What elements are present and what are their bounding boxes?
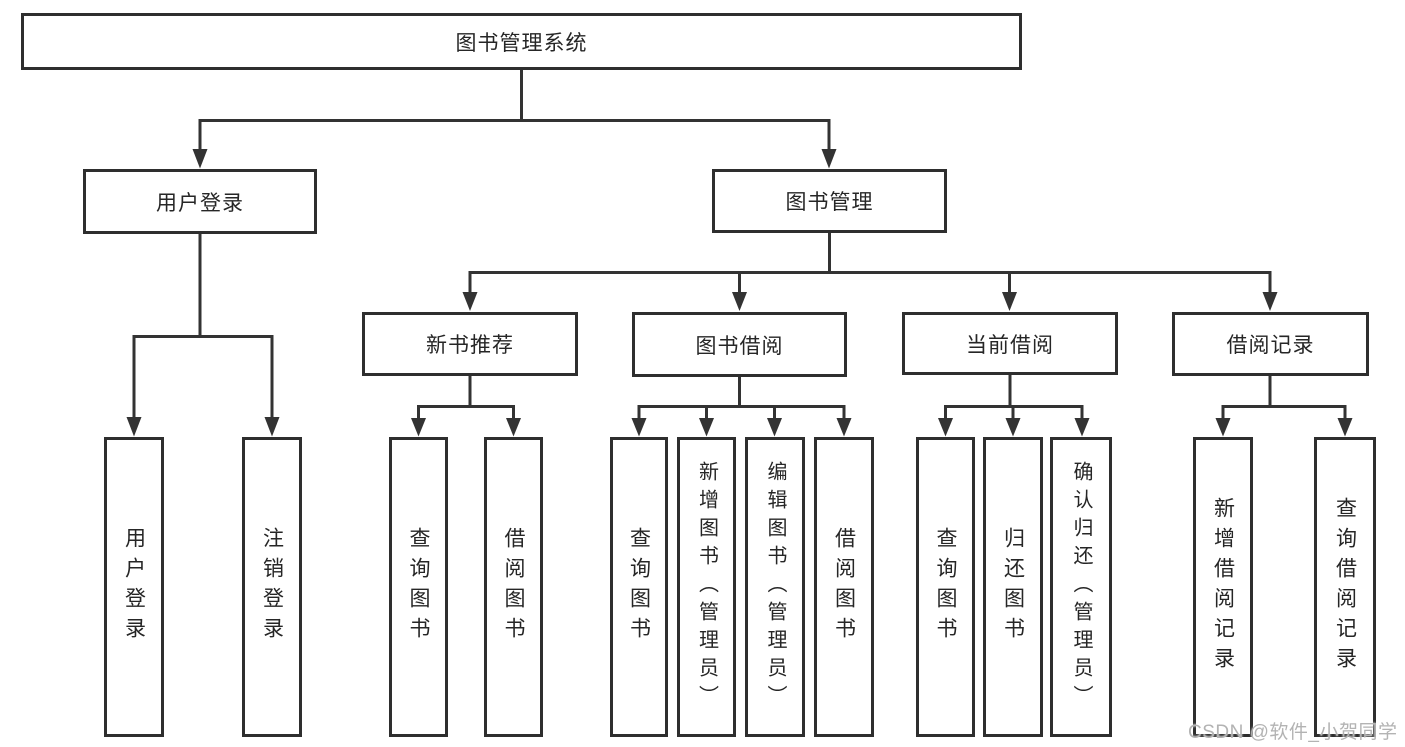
arrow-down-icon (126, 417, 142, 437)
connector-new-book-split (417, 375, 515, 421)
leaf-cb-return-books: 归还图书 (983, 437, 1043, 737)
leaf-bb-borrow-books: 借阅图书 (814, 437, 874, 737)
leaf-br-add-borrow-record-label: 新增借阅记录 (1211, 497, 1235, 677)
arrow-down-icon (699, 418, 714, 437)
arrow-down-icon (1262, 292, 1278, 311)
arrow-down-icon (506, 418, 521, 437)
leaf-br-query-borrow-record: 查询借阅记录 (1314, 437, 1376, 737)
leaf-nbr-query-books-label: 查询图书 (407, 527, 430, 647)
arrow-down-icon (462, 292, 478, 311)
arrow-down-icon (1002, 292, 1017, 311)
node-book-borrow: 图书借阅 (632, 312, 847, 377)
leaf-bb-add-books-admin-label: 新增图书（管理员） (695, 461, 718, 713)
watermark-text: CSDN @软件_小贺同学 (1188, 722, 1398, 743)
arrow-down-icon (192, 149, 208, 169)
leaf-br-query-borrow-record-label: 查询借阅记录 (1333, 497, 1357, 677)
arrow-down-icon (821, 149, 837, 169)
leaf-nbr-query-books: 查询图书 (389, 437, 448, 737)
arrow-down-icon (732, 292, 747, 311)
node-borrow-records: 借阅记录 (1172, 312, 1369, 376)
leaf-logout-login: 注销登录 (242, 437, 302, 737)
connector-book-mgmt-to-level3 (468, 232, 1272, 294)
arrow-down-icon (1337, 418, 1353, 437)
leaf-user-login-label: 用户登录 (122, 527, 146, 647)
leaf-cb-return-books-label: 归还图书 (1001, 527, 1025, 647)
leaf-nbr-borrow-books-label: 借阅图书 (502, 527, 525, 647)
arrow-down-icon (836, 418, 852, 437)
node-user-login: 用户登录 (83, 169, 317, 234)
connector-borrow-records-split (1221, 375, 1347, 421)
leaf-bb-borrow-books-label: 借阅图书 (832, 527, 856, 647)
arrow-down-icon (264, 417, 280, 437)
leaf-bb-query-books-label: 查询图书 (627, 527, 651, 647)
arrow-down-icon (1215, 418, 1231, 437)
connector-user-login-to-leaves (132, 233, 274, 419)
arrow-down-icon (1005, 418, 1021, 437)
leaf-bb-query-books: 查询图书 (610, 437, 668, 737)
leaf-br-add-borrow-record: 新增借阅记录 (1193, 437, 1253, 737)
connector-root-to-level2 (198, 69, 831, 151)
connector-current-borrow-split (944, 374, 1084, 421)
arrow-down-icon (631, 418, 647, 437)
leaf-logout-login-label: 注销登录 (260, 527, 284, 647)
leaf-cb-query-books: 查询图书 (916, 437, 975, 737)
leaf-bb-edit-books-admin: 编辑图书（管理员） (745, 437, 805, 737)
leaf-cb-confirm-return-admin: 确认归还（管理员） (1050, 437, 1112, 737)
leaf-cb-query-books-label: 查询图书 (934, 527, 957, 647)
arrow-down-icon (1074, 418, 1090, 437)
node-book-management: 图书管理 (712, 169, 947, 233)
leaf-cb-confirm-return-admin-label: 确认归还（管理员） (1070, 461, 1092, 713)
node-new-book-recommend: 新书推荐 (362, 312, 578, 376)
leaf-bb-edit-books-admin-label: 编辑图书（管理员） (764, 461, 786, 713)
arrow-down-icon (938, 418, 953, 437)
node-current-borrow: 当前借阅 (902, 312, 1118, 375)
connector-book-borrow-split (637, 375, 846, 421)
node-root: 图书管理系统 (21, 13, 1022, 70)
arrow-down-icon (411, 418, 426, 437)
arrow-down-icon (767, 418, 782, 437)
leaf-bb-add-books-admin: 新增图书（管理员） (677, 437, 736, 737)
leaf-user-login: 用户登录 (104, 437, 164, 737)
leaf-nbr-borrow-books: 借阅图书 (484, 437, 543, 737)
